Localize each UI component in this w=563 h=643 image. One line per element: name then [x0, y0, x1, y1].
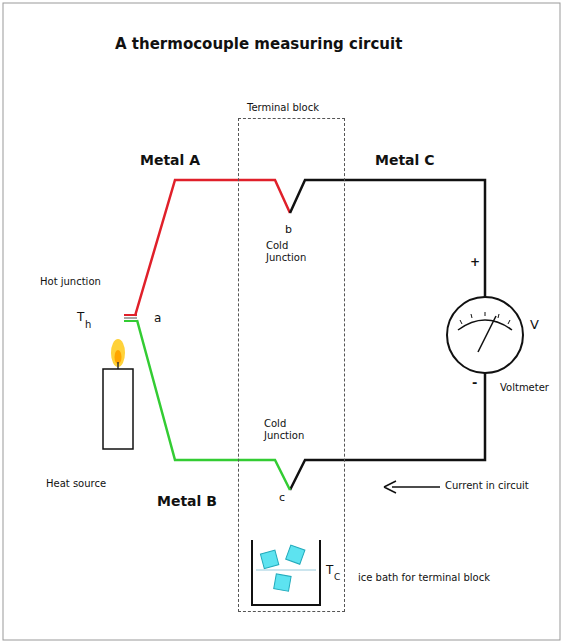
title: A thermocouple measuring circuit	[115, 36, 402, 53]
metal-b-wire	[137, 320, 290, 490]
hot-junction	[124, 320, 137, 322]
point-label: a	[154, 312, 161, 326]
candle	[103, 369, 133, 449]
ice-bath-label: ice bath for terminal block	[358, 572, 490, 584]
temperature-symbol: T	[326, 564, 333, 578]
ice-bath-cup	[252, 540, 320, 605]
polarity-sign: -	[472, 376, 477, 391]
junction-label: Cold Junction	[264, 418, 316, 441]
junction-label: Hot junction	[40, 276, 101, 288]
ice-cube	[286, 545, 305, 564]
subscript: C	[334, 572, 340, 582]
hot-junction	[124, 314, 137, 316]
ice-cube	[274, 574, 291, 591]
metal-name: Metal B	[157, 493, 217, 509]
hot-junction	[124, 317, 137, 319]
voltmeter-ticks	[460, 312, 510, 324]
current-arrowhead	[384, 481, 396, 493]
voltmeter-needle	[478, 316, 496, 352]
polarity-sign: +	[470, 256, 480, 270]
water-line	[256, 570, 316, 571]
ice-cube	[260, 550, 278, 568]
metal-name: Metal A	[140, 152, 200, 168]
voltmeter-scale	[458, 320, 512, 330]
heat-source-label: Heat source	[46, 478, 106, 490]
flame	[115, 350, 122, 364]
meter-label: Voltmeter	[500, 382, 549, 394]
metal-c-wire	[290, 373, 485, 490]
meter-symbol: V	[530, 318, 539, 333]
voltmeter-symbol	[447, 297, 523, 373]
frame	[3, 3, 560, 640]
temperature-symbol: T	[77, 311, 84, 325]
point-label: b	[285, 224, 292, 237]
point-label: c	[279, 492, 285, 505]
subscript: h	[85, 319, 91, 331]
current-arrow	[392, 486, 440, 488]
metal-name: Metal C	[375, 152, 435, 168]
junction-label: Cold Junction	[266, 240, 318, 263]
current-label: Current in circuit	[445, 480, 529, 492]
block-heading: Terminal block	[247, 102, 319, 114]
metal-c-wire	[290, 180, 485, 297]
terminal-block: Terminal block	[238, 118, 345, 612]
